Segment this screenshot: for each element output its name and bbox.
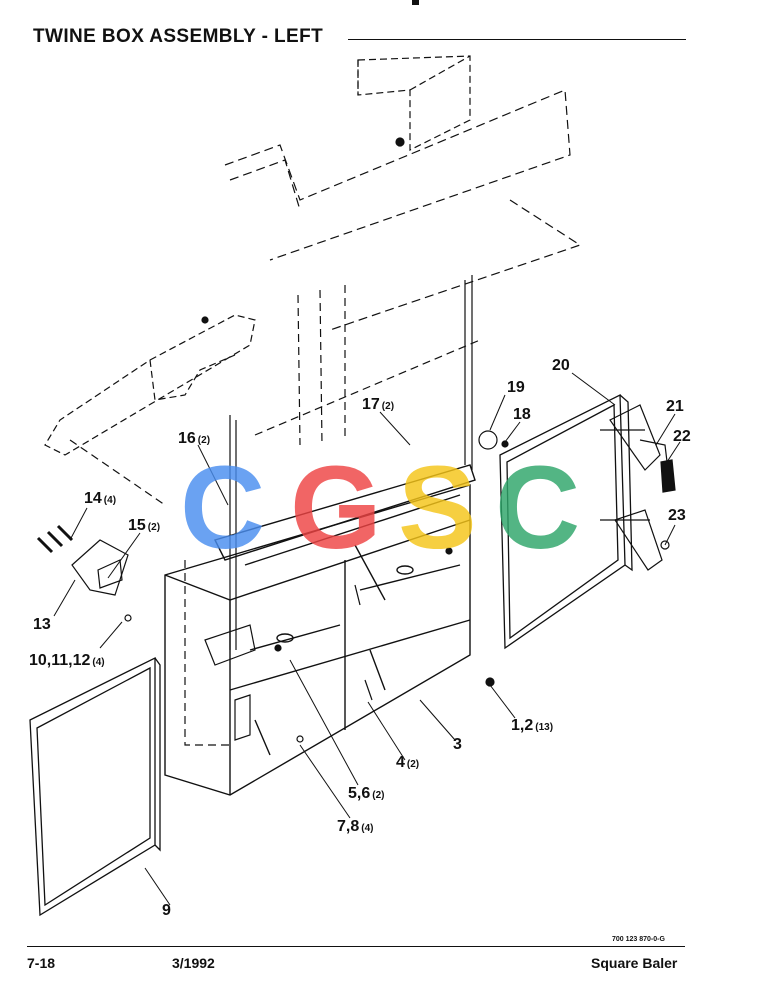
drawing-code: 700 123 870-0-G [612,936,665,943]
callout-18: 18 [513,406,531,423]
callout-7-8: 7,8(4) [337,818,373,835]
twine-box-body [164,464,476,796]
page-number: 7-18 [27,955,56,971]
callout-10-11-12: 10,11,12(4) [29,652,105,669]
watermark-letter-c2: C [495,442,580,574]
callout-15: 15(2) [128,517,160,534]
callout-17: 17(2) [362,396,394,413]
watermark-letter-c1: C [180,442,265,574]
upper-frame-rail [224,89,582,331]
bracket-bolt [395,137,405,147]
revision-date: 3/1992 [172,955,215,971]
callout-20: 20 [552,357,570,374]
right-door-panel [499,393,633,650]
callout-23: 23 [668,507,686,524]
product-name: Square Baler [591,955,678,971]
callout-16: 16(2) [178,430,210,447]
left-hardware-cluster [36,524,132,622]
callout-1-2: 1,2(13) [511,717,553,734]
callout-labels: 19 20 18 21 17(2) 22 16(2) 14(4) 15(2) 2… [29,357,691,919]
callout-9: 9 [162,902,171,919]
left-panel [29,656,161,917]
title-rule [348,39,686,40]
footer-rule [27,946,685,947]
watermark-letter-g: G [290,442,382,574]
callout-3: 3 [453,736,462,753]
door-latches [600,404,676,571]
hidden-lines [69,285,481,746]
cgsc-watermark: C G S C [180,442,580,574]
callout-13: 13 [33,616,51,633]
box-hardware [204,547,495,743]
page-title: TWINE BOX ASSEMBLY - LEFT [33,26,324,47]
top-edge-mark [412,0,419,5]
leader-lines [53,372,681,906]
callout-22: 22 [673,428,691,445]
washer-bolt [478,430,509,450]
bracket-bolt-left [201,316,209,324]
callout-5-6: 5,6(2) [348,785,384,802]
left-upper-bracket [44,314,256,456]
top-bracket [357,55,471,151]
callout-14: 14(4) [84,490,116,507]
callout-4: 4(2) [396,754,419,771]
callout-19: 19 [507,379,525,396]
watermark-letter-s: S [398,442,477,574]
callout-21: 21 [666,398,684,415]
